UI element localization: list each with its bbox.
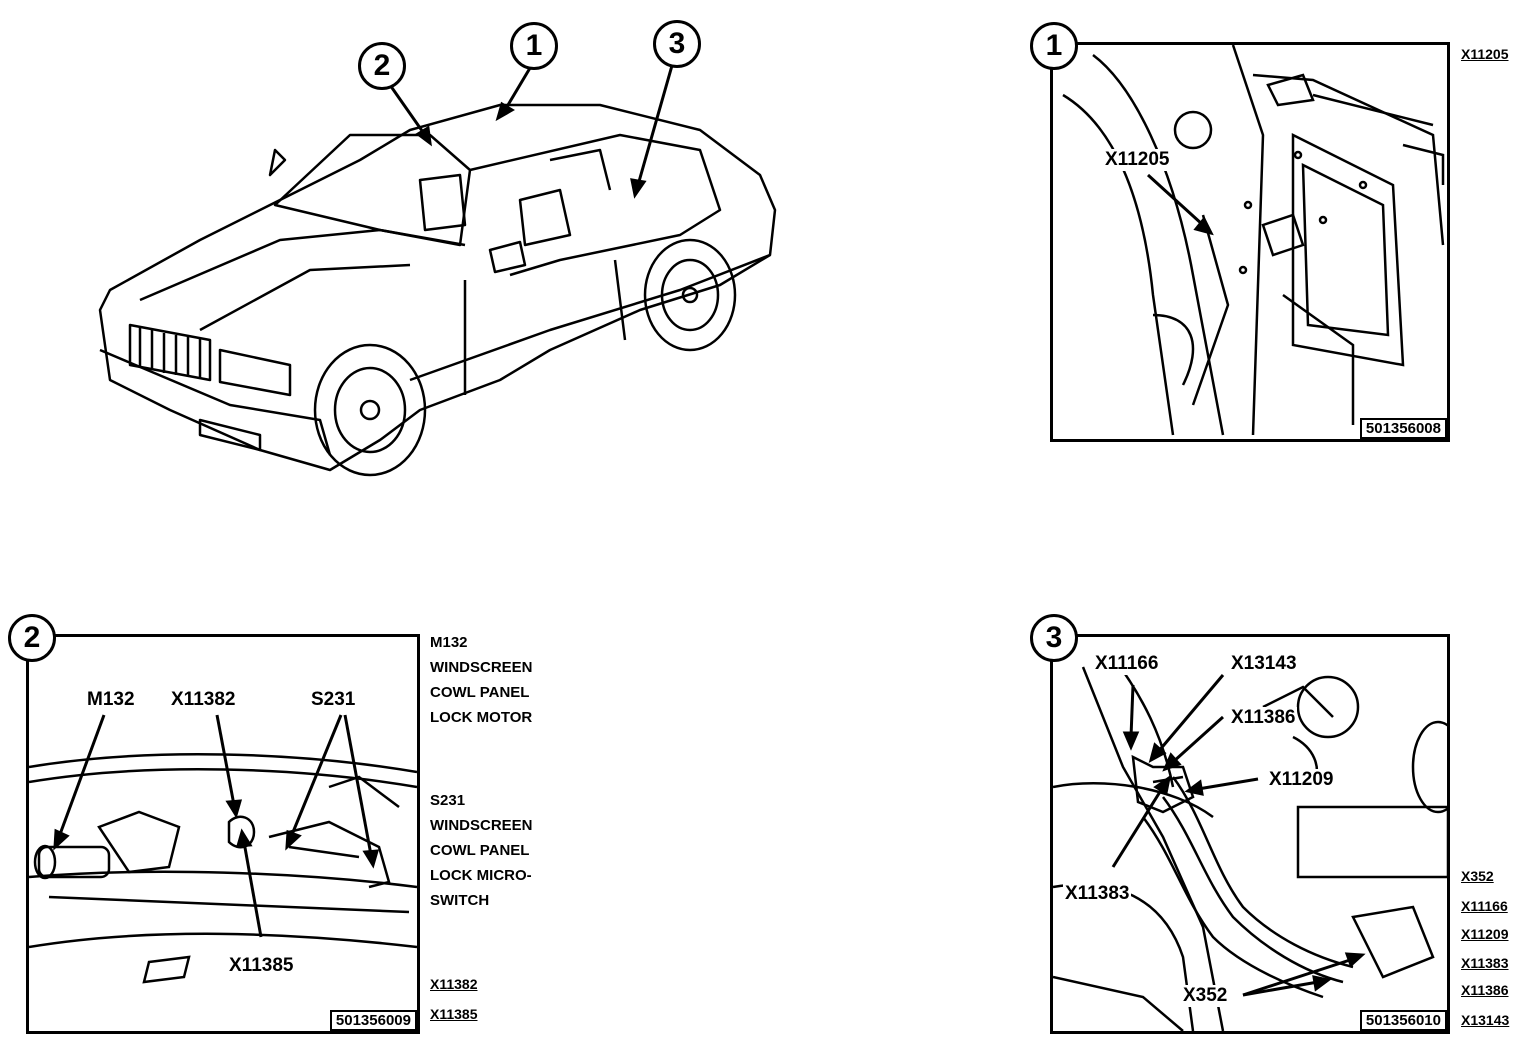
panel-3-ref-x11386[interactable]: X11386 — [1461, 982, 1509, 998]
overview-marker-2: 2 — [358, 42, 406, 90]
panel-3-marker: 3 — [1030, 614, 1078, 662]
callout-x11386: X11386 — [1229, 707, 1298, 729]
callout-x352: X352 — [1181, 985, 1230, 1007]
panel-2-marker: 2 — [8, 614, 56, 662]
panel-2-ref-x11382[interactable]: X11382 — [430, 976, 478, 992]
panel-3-ref-x11166[interactable]: X11166 — [1461, 898, 1508, 914]
callout-x11382: X11382 — [169, 689, 238, 711]
detail-panel-3: X11166 X13143 X11386 X11209 X11383 X352 … — [1050, 634, 1450, 1034]
panel-2-illustration — [29, 714, 417, 984]
detail-panel-1: X11205 501356008 — [1050, 42, 1450, 442]
panel-1-marker: 1 — [1030, 22, 1078, 70]
callout-x11383: X11383 — [1063, 883, 1132, 905]
callout-x11166: X11166 — [1093, 653, 1161, 675]
callout-s231: S231 — [309, 689, 358, 711]
callout-x11205: X11205 — [1103, 149, 1172, 171]
callout-x13143: X13143 — [1229, 653, 1299, 675]
panel-3-code: 501356010 — [1359, 1010, 1447, 1031]
callout-x11209: X11209 — [1267, 769, 1336, 791]
panel-3-ref-x13143[interactable]: X13143 — [1461, 1012, 1510, 1028]
detail-panel-2: M132 X11382 S231 X11385 501356009 — [26, 634, 420, 1034]
description-m132: M132 WINDSCREEN COWL PANEL LOCK MOTOR — [430, 634, 533, 726]
panel-3-ref-x11209[interactable]: X11209 — [1461, 926, 1509, 942]
panel-1-code: 501356008 — [1359, 418, 1447, 439]
callout-m132: M132 — [85, 689, 137, 711]
panel-2-ref-x11385[interactable]: X11385 — [430, 1006, 478, 1022]
description-s231: S231 WINDSCREEN COWL PANEL LOCK MICRO- S… — [430, 792, 533, 909]
overview-marker-1: 1 — [510, 22, 558, 70]
panel-1-illustration — [1062, 45, 1445, 436]
car-overview: 1 2 3 — [80, 10, 800, 480]
panel-3-ref-x11383[interactable]: X11383 — [1461, 955, 1509, 971]
panel-3-ref-x352[interactable]: X352 — [1461, 868, 1494, 884]
overview-marker-3: 3 — [653, 20, 701, 68]
callout-x11385: X11385 — [227, 955, 296, 977]
panel-1-ref-x11205[interactable]: X11205 — [1461, 46, 1509, 62]
car-illustration — [98, 54, 777, 477]
panel-3-illustration — [1053, 656, 1447, 1031]
panel-2-code: 501356009 — [329, 1010, 417, 1031]
